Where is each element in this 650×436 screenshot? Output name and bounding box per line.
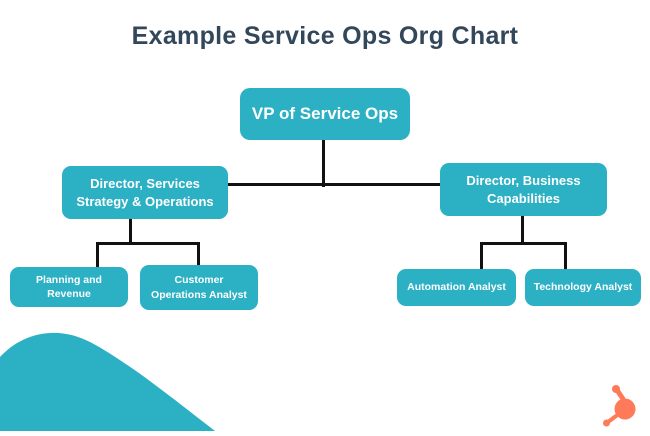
org-node-vp: VP of Service Ops bbox=[240, 88, 410, 140]
connector-left-director-stem bbox=[129, 218, 132, 245]
connector-vp-stem bbox=[322, 139, 325, 187]
connector-left-bracket bbox=[96, 242, 200, 245]
connector-left-child2-stem bbox=[197, 242, 200, 268]
org-node-automation-analyst: Automation Analyst bbox=[397, 269, 516, 306]
org-node-customer-ops-analyst: Customer Operations Analyst bbox=[140, 265, 258, 310]
wave-blob-decoration bbox=[0, 327, 215, 431]
connector-left-child1-stem bbox=[96, 242, 99, 269]
org-node-director-business: Director, Business Capabilities bbox=[440, 163, 607, 216]
connector-right-child1-stem bbox=[480, 242, 483, 271]
connector-right-director-stem bbox=[521, 215, 524, 245]
page-title: Example Service Ops Org Chart bbox=[131, 22, 519, 50]
connector-right-child2-stem bbox=[564, 242, 567, 271]
connector-directors-horizontal bbox=[226, 183, 442, 186]
sprocket-logo-icon bbox=[596, 382, 642, 428]
connector-right-bracket bbox=[480, 242, 567, 245]
org-node-technology-analyst: Technology Analyst bbox=[525, 269, 641, 306]
org-node-planning-revenue: Planning and Revenue bbox=[10, 267, 128, 307]
org-node-director-services: Director, Services Strategy & Operations bbox=[62, 166, 228, 219]
